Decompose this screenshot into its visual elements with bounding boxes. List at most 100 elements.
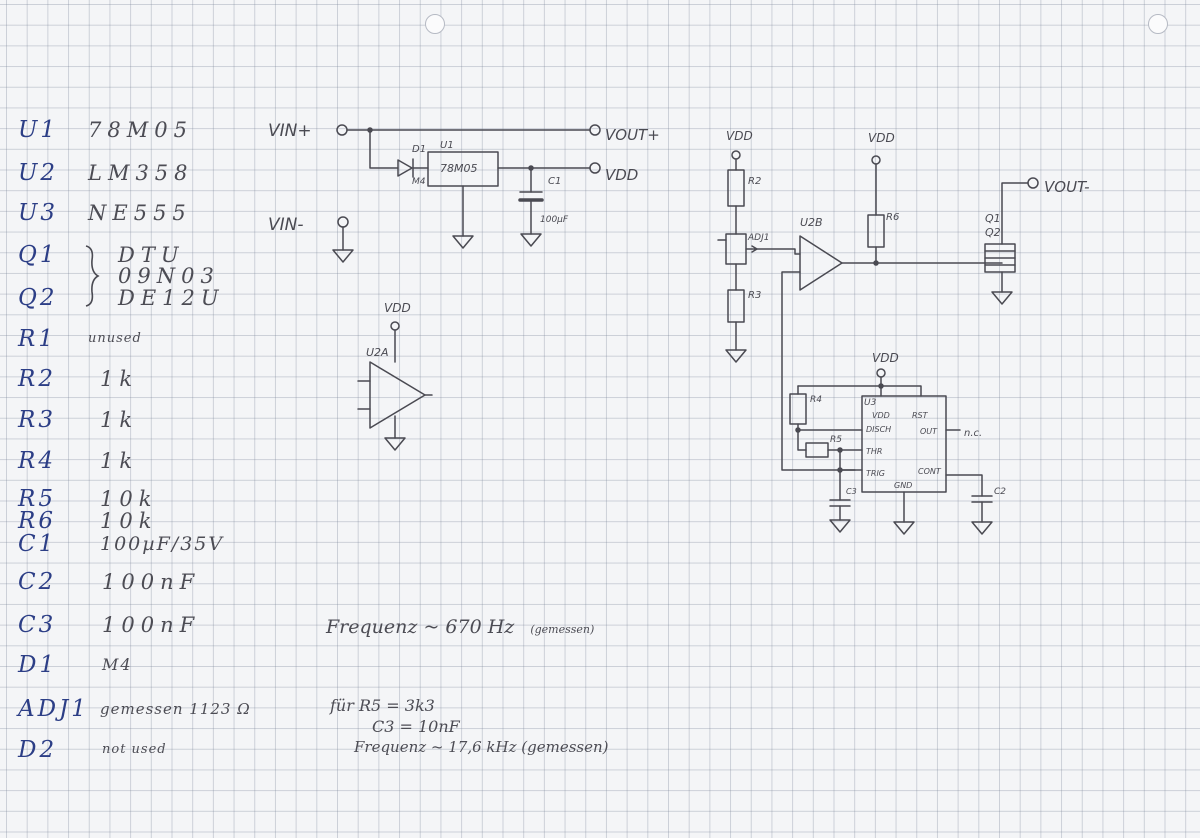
u3-pin-trig: TRIG (866, 469, 885, 478)
bom-row-r2: R2 1k (18, 366, 308, 392)
u3-pin-disch: DISCH (866, 425, 891, 434)
u2a-vdd-label: VDD (384, 301, 411, 315)
bom-ref: U2 (18, 160, 59, 186)
frequency-note-1-text: Frequenz ~ 670 Hz (326, 616, 515, 638)
u3-vdd-net-label: VDD (872, 351, 899, 365)
q1-label: Q1 (985, 212, 1001, 225)
bom-ref: Q1 (18, 242, 58, 268)
punch-hole-right (1148, 14, 1168, 34)
bom-ref: R2 (18, 366, 56, 392)
bom-row-d2: D2 not used (18, 737, 308, 763)
capacitor-c2 (971, 495, 993, 523)
vdd-label: VDD (605, 166, 638, 184)
resistor-r3 (727, 289, 745, 323)
capacitor-c1 (518, 167, 544, 235)
potentiometer-adj1 (725, 233, 747, 265)
u2b-vdd-label: VDD (726, 129, 753, 143)
r5-label: R5 (830, 435, 842, 445)
frequency-note-1-tag: (gemessen) (530, 623, 595, 636)
bom-row-r6: R6 10k (18, 508, 308, 534)
bom-row-q1: Q1 DTU (18, 242, 308, 268)
bom-value: 09N03 (118, 264, 220, 288)
bom-value: NE555 (88, 201, 192, 225)
bom-value: 1k (100, 449, 139, 473)
bom-row-q-shared: 09N03 (18, 263, 308, 289)
bom-ref: ADJ1 (18, 696, 89, 722)
ground-c3 (829, 519, 851, 533)
bom-row-c3: C3 100nF (18, 612, 308, 638)
bom-row-r5: R5 10k (18, 486, 308, 512)
u1-part-label: 78M05 (440, 162, 478, 175)
bom-value: DTU (118, 243, 185, 267)
bom-ref: U3 (18, 200, 59, 226)
vout-plus-label: VOUT+ (605, 126, 660, 144)
ground-c1 (520, 233, 542, 247)
bom-value: 10k (100, 509, 158, 533)
bom-ref: R4 (18, 448, 56, 474)
bom-row-q2: Q2 DE12U (18, 285, 308, 311)
condition-c3: C3 = 10nF (372, 717, 460, 736)
bom-row-u1: U1 78M05 (18, 117, 308, 143)
bom-row-adj1: ADJ1 gemessen 1123 Ω (18, 696, 308, 722)
resistor-r4 (789, 393, 807, 425)
u1-label: U1 (440, 140, 454, 151)
bom-value: 100nF (102, 570, 201, 594)
d1-part-label: M4 (412, 177, 426, 187)
bom-value: 78M05 (88, 118, 193, 142)
u2a-label: U2A (366, 346, 389, 359)
vout-minus-terminal (1027, 177, 1039, 189)
bom-value: 100nF (102, 613, 201, 637)
r3-label: R3 (748, 290, 761, 301)
r6-vdd-label: VDD (868, 131, 895, 145)
bom-ref: U1 (18, 117, 59, 143)
bom-value: gemessen 1123 Ω (100, 700, 251, 718)
opamp-u2b (799, 235, 843, 291)
u3-pin-thr: THR (866, 447, 882, 456)
vdd-terminal (589, 162, 601, 174)
r4-label: R4 (810, 395, 822, 405)
q2-label: Q2 (985, 226, 1001, 239)
c3-label: C3 (846, 487, 857, 496)
parts-list: U1 78M05 U2 LM358 U3 NE555 Q1 DTU 09N03 … (0, 0, 300, 838)
bom-value: 10k (100, 487, 158, 511)
u3-pin-gnd: GND (894, 481, 912, 490)
vin-plus-label: VIN+ (268, 121, 312, 141)
ground-r3 (725, 349, 747, 363)
mosfet-q1-q2 (984, 182, 1029, 293)
r2-label: R2 (748, 176, 761, 187)
vin-minus-label: VIN- (268, 215, 304, 235)
ground-c2 (971, 521, 993, 535)
bom-ref: D2 (18, 737, 58, 763)
bom-row-d1: D1 M4 (18, 652, 308, 678)
ground-vin-minus (332, 249, 354, 263)
u3-label: U3 (864, 398, 877, 408)
bom-value: DE12U (118, 286, 225, 310)
capacitor-c3 (829, 469, 851, 521)
vout-plus-terminal (589, 124, 601, 136)
bom-value: unused (88, 331, 142, 346)
adj1-label: ADJ1 (747, 233, 769, 243)
opamp-u2a (369, 361, 426, 429)
condition-r5: für R5 = 3k3 (330, 696, 435, 715)
bom-value: not used (102, 742, 167, 757)
c2-label: C2 (994, 487, 1006, 497)
r6-label: R6 (886, 212, 899, 223)
vin-plus-terminal (336, 124, 348, 136)
bom-row-c1: C1 100µF/35V (18, 531, 308, 557)
ground-u1 (452, 235, 474, 249)
bom-row-c2: C2 100nF (18, 569, 308, 595)
diode-d1 (397, 158, 429, 178)
u3-pin-vdd: VDD (872, 411, 890, 420)
bom-row-u3: U3 NE555 (18, 200, 308, 226)
bom-ref: C2 (18, 569, 57, 595)
bom-ref: R1 (18, 326, 56, 352)
bom-ref: C1 (18, 531, 57, 557)
frequency-note-2: Frequenz ~ 17,6 kHz (gemessen) (354, 738, 609, 756)
bom-row-r4: R4 1k (18, 448, 308, 474)
resistor-r2 (727, 169, 745, 207)
bom-ref: R3 (18, 407, 56, 433)
vin-minus-terminal (337, 216, 349, 228)
u3-pin-cont: CONT (918, 467, 942, 476)
bom-ref: R6 (18, 508, 56, 534)
